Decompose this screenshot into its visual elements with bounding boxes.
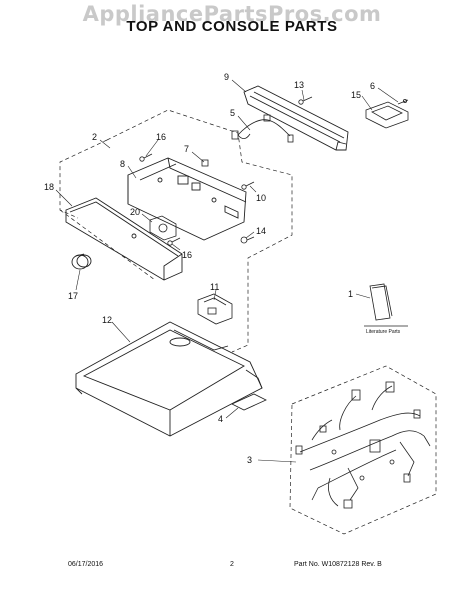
callout-4: 4: [218, 414, 223, 424]
main-wire-harness-part-3: [295, 381, 431, 509]
callout-18: 18: [44, 182, 54, 192]
callout-13: 13: [294, 80, 304, 90]
footer-page-number: 2: [230, 561, 234, 568]
literature-booklet-part-1: [369, 283, 393, 321]
knob-housing-part-20: [149, 215, 177, 241]
callout-6: 6: [370, 81, 375, 91]
main-harness-outline: [289, 365, 437, 535]
console-assembly-outline: [59, 109, 293, 353]
screw-part-16: [139, 153, 153, 162]
watermark: AppliancePartsPros.com: [82, 2, 382, 26]
callout-2: 2: [92, 132, 97, 142]
callout-8: 8: [120, 159, 125, 169]
callout-15: 15: [351, 90, 361, 100]
knob-part-17: [71, 253, 92, 270]
screw-part-14: [240, 236, 255, 244]
callout-12: 12: [102, 315, 112, 325]
callout-17: 17: [68, 291, 78, 301]
callout-16a: 16: [156, 132, 166, 142]
console-trim-part: [243, 85, 349, 151]
callout-16b: 16: [182, 250, 192, 260]
control-panel-part-18: [65, 197, 183, 281]
callout-9: 9: [224, 72, 229, 82]
literature-parts-label: Literature Parts: [366, 329, 401, 335]
callout-10: 10: [256, 193, 266, 203]
top-panel-part-12: [75, 321, 263, 437]
clip-part-7: [201, 159, 209, 167]
callout-11: 11: [210, 282, 219, 292]
screw-part-10: [241, 181, 255, 190]
callout-20: 20: [130, 207, 140, 217]
pad-part-4: [231, 393, 267, 411]
switch-bracket-part-11: [197, 293, 233, 325]
callout-14: 14: [256, 226, 266, 236]
callout-7: 7: [184, 144, 189, 154]
callout-3: 3: [247, 455, 252, 465]
page-title: TOP AND CONSOLE PARTS: [126, 18, 338, 35]
screw-part-16b: [167, 237, 181, 246]
callout-labels: 9 13 6 15 5 2 16 7 8 10 18 20 14 16 17 1…: [44, 72, 401, 465]
callout-1: 1: [348, 289, 353, 299]
screw-part-13: [298, 96, 313, 105]
wire-harness-part-5: [231, 114, 294, 143]
ui-board-part-6: [365, 99, 409, 129]
callout-5: 5: [230, 108, 235, 118]
footer-date: 06/17/2016: [68, 561, 104, 568]
footer-part-number: Part No. W10872128 Rev. B: [294, 561, 382, 568]
console-body-part-8: [127, 157, 247, 241]
leader-lines: [55, 79, 399, 463]
